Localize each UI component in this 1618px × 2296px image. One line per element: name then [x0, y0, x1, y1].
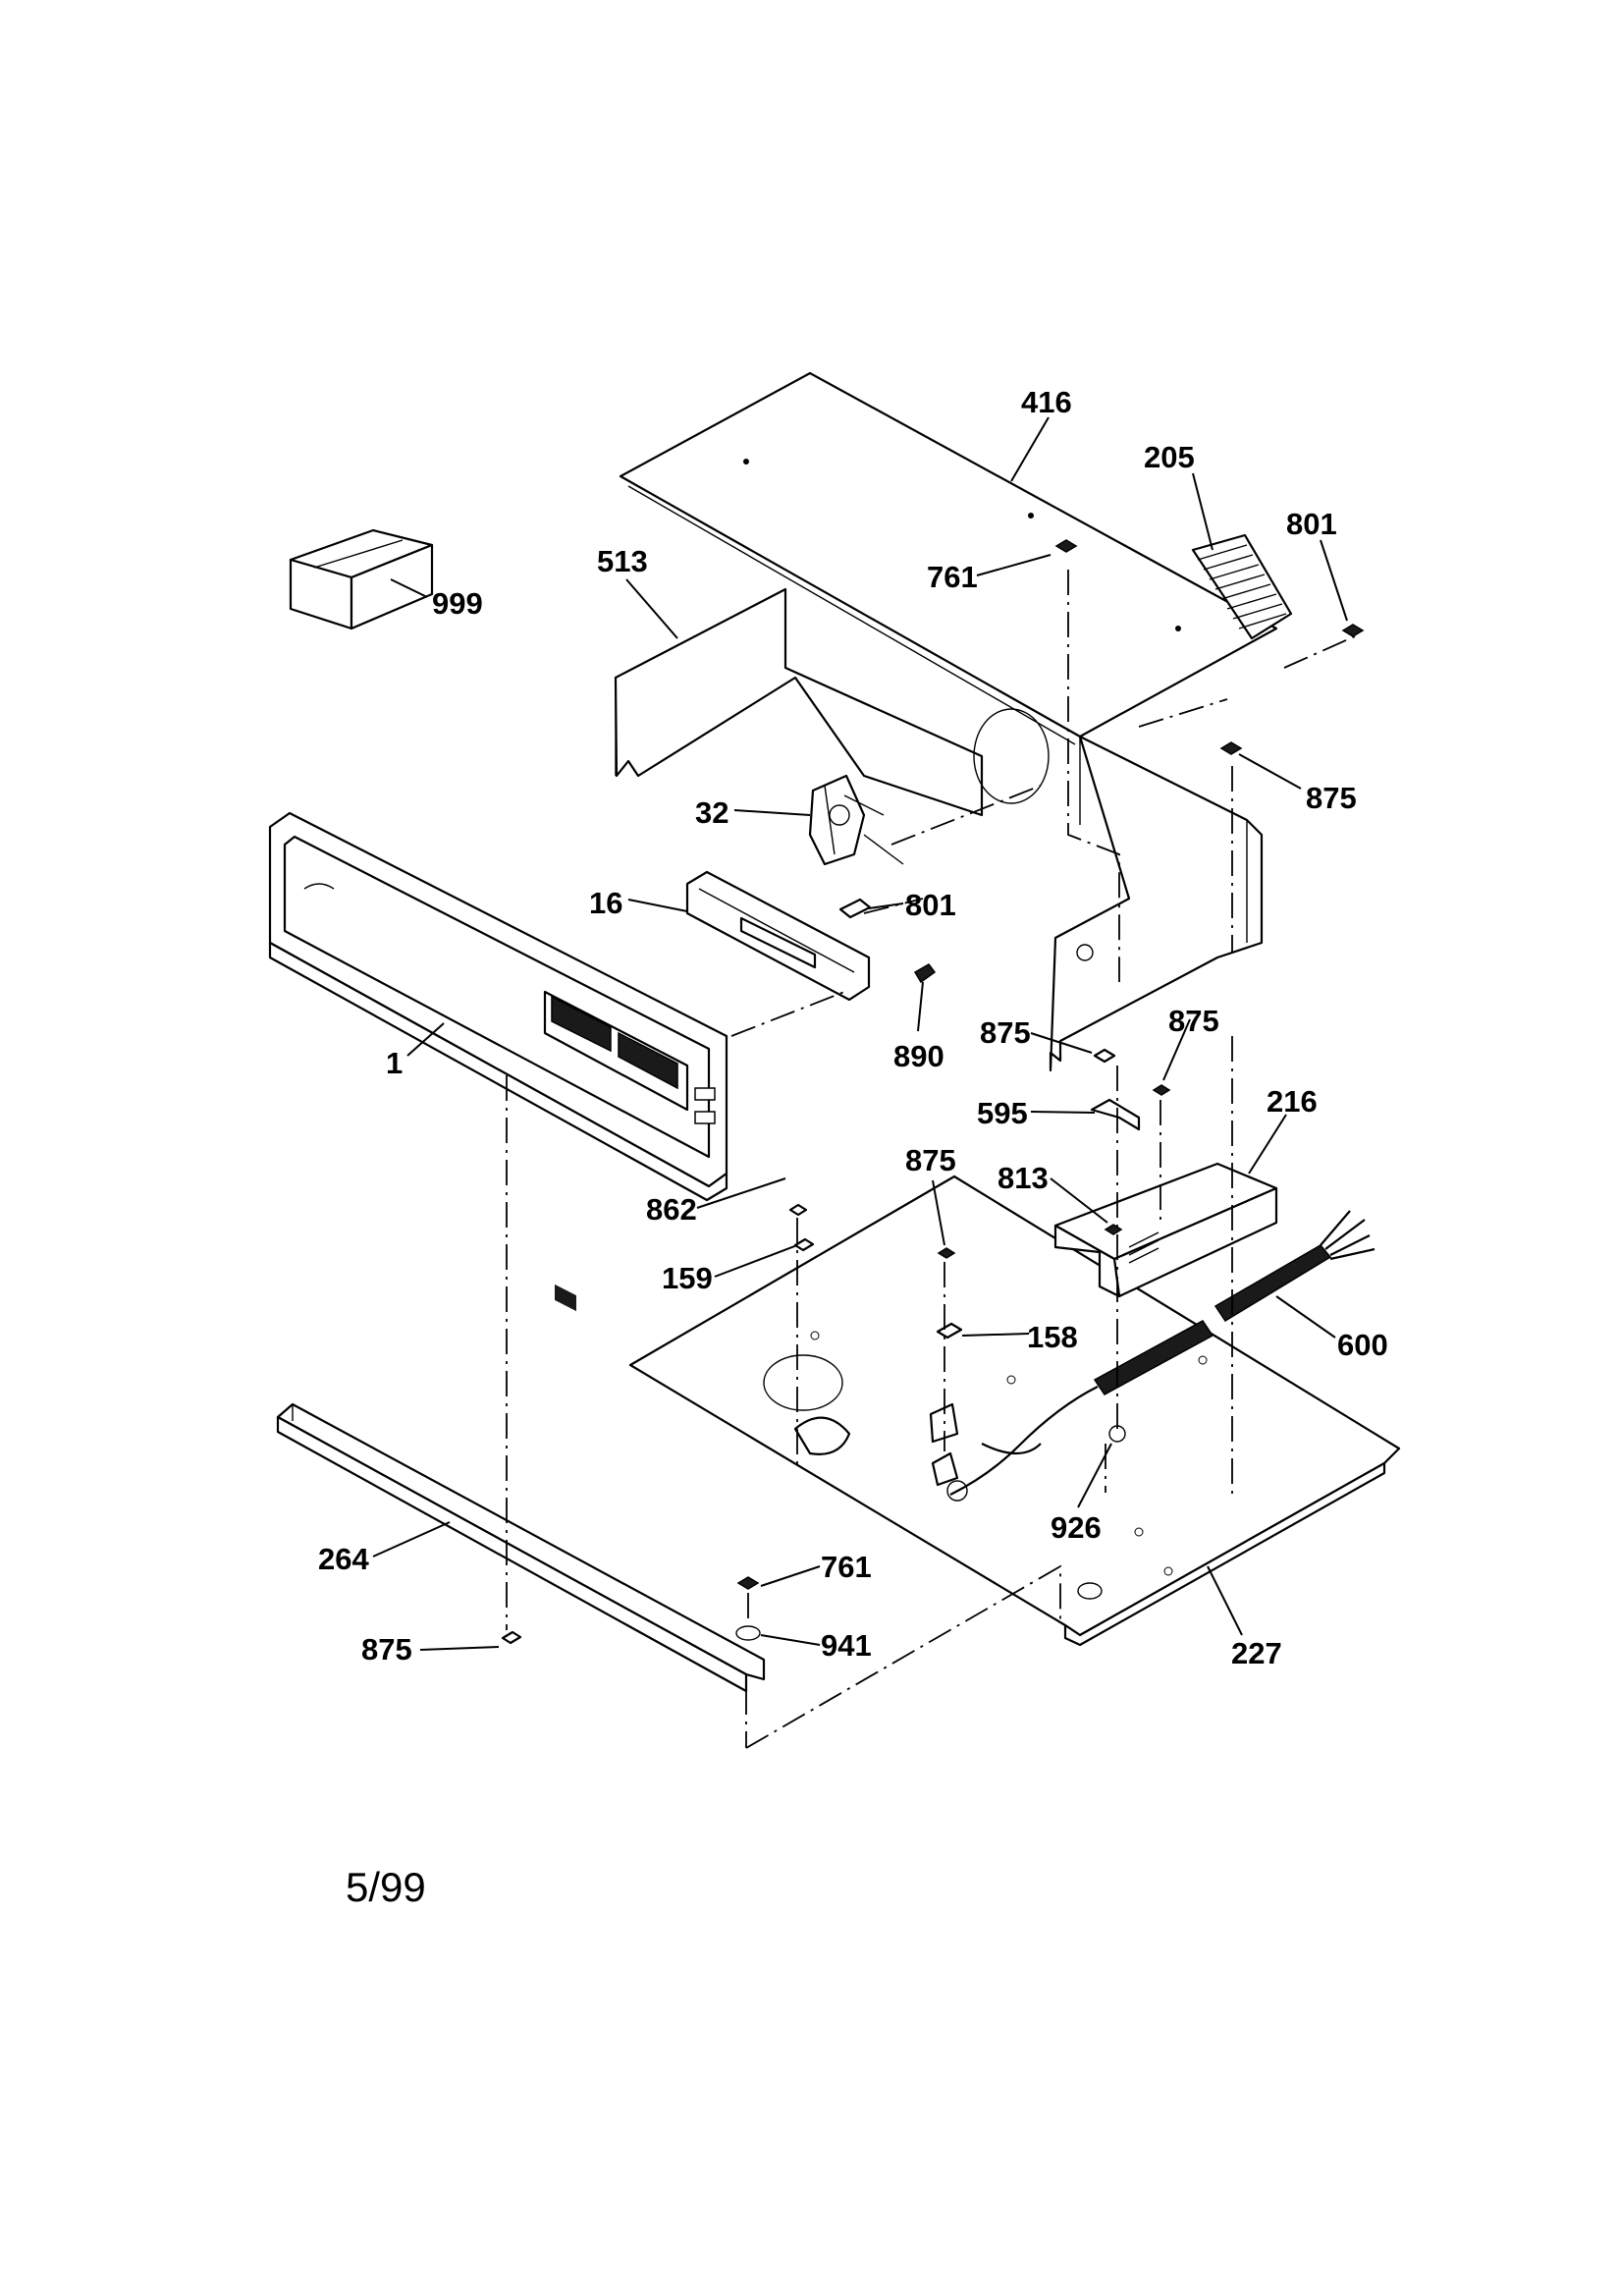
- label-926: 926: [1051, 1510, 1102, 1545]
- part-right-shroud: [1049, 735, 1264, 1072]
- part-600-wire-harness: [929, 1210, 1375, 1496]
- label-761-bottom: 761: [821, 1550, 872, 1584]
- label-801-top: 801: [1286, 507, 1337, 541]
- part-416-top-cover: [619, 371, 1278, 745]
- part-32-motor: [808, 774, 904, 866]
- alignment-lines: [506, 570, 1356, 1749]
- part-1-control-panel: [268, 811, 728, 1312]
- label-16: 16: [589, 886, 622, 920]
- label-999: 999: [432, 586, 483, 621]
- part-513-side-panel: [614, 587, 1050, 817]
- label-801-mid: 801: [905, 888, 956, 922]
- label-890: 890: [893, 1039, 944, 1073]
- date-code: 5/99: [346, 1864, 426, 1910]
- label-600: 600: [1337, 1328, 1388, 1362]
- part-264-trim: [276, 1402, 766, 1693]
- part-216-cover: [1053, 1162, 1278, 1298]
- leader-lines: [372, 416, 1348, 1651]
- label-227: 227: [1231, 1636, 1282, 1670]
- label-158: 158: [1027, 1320, 1078, 1354]
- label-205: 205: [1144, 440, 1195, 474]
- label-875-a: 875: [980, 1015, 1031, 1050]
- label-595: 595: [977, 1096, 1028, 1130]
- label-159: 159: [662, 1261, 713, 1295]
- label-875-bottom: 875: [361, 1632, 412, 1667]
- label-513: 513: [597, 544, 648, 578]
- label-32: 32: [695, 795, 728, 830]
- label-416: 416: [1021, 385, 1072, 419]
- part-labels: 416 205 801 761 513 999 875 32 16 801 89…: [318, 385, 1388, 1670]
- label-761-top: 761: [927, 560, 978, 594]
- label-813: 813: [998, 1161, 1049, 1195]
- part-999-box: [289, 528, 434, 630]
- part-227-bottom-plate: [628, 1175, 1401, 1647]
- label-875-c: 875: [905, 1143, 956, 1177]
- label-875-right: 875: [1306, 781, 1357, 815]
- label-875-b: 875: [1168, 1004, 1219, 1038]
- label-264: 264: [318, 1542, 369, 1576]
- label-941: 941: [821, 1628, 872, 1663]
- label-1: 1: [386, 1046, 403, 1080]
- part-16-control-board: [685, 870, 871, 1002]
- label-862: 862: [646, 1192, 697, 1227]
- part-205-grille: [1191, 533, 1293, 640]
- label-216: 216: [1267, 1084, 1318, 1119]
